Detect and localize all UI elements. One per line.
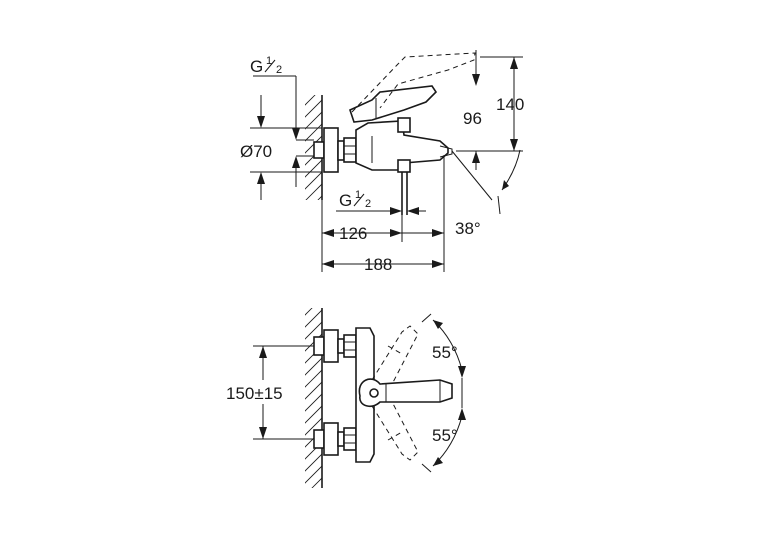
angle-55-upper xyxy=(421,313,466,378)
thread-mid-num: 1 xyxy=(355,189,361,201)
thread-mid-den: 2 xyxy=(365,198,371,210)
thread-top-den: 2 xyxy=(276,64,282,76)
fraction-slash-mid xyxy=(353,193,365,207)
wall-connection xyxy=(313,127,357,173)
dim-96-label: 96 xyxy=(463,109,482,128)
thread-mid-dim xyxy=(336,207,426,215)
dim-188-label: 188 xyxy=(364,255,392,274)
thread-mid-g: G xyxy=(339,191,352,210)
fraction-slash xyxy=(264,59,276,73)
diverter-stem xyxy=(397,159,411,215)
upper-connection xyxy=(313,329,357,363)
angle-lower-label: 55° xyxy=(432,426,458,445)
length-dims xyxy=(321,155,445,272)
dim-centers-label: 150±15 xyxy=(226,384,283,403)
spout-direction-line xyxy=(451,150,493,201)
top-view: 150±15 55° 55° xyxy=(226,308,466,488)
dim-140-label: 140 xyxy=(496,95,524,114)
centers-dim xyxy=(253,345,314,440)
diameter-label: Ø70 xyxy=(240,142,272,161)
mixer-body-side xyxy=(355,117,453,171)
thread-top-num: 1 xyxy=(266,55,272,67)
dim-126-label: 126 xyxy=(339,224,367,243)
thread-top-dim xyxy=(253,75,314,187)
thread-top-g: G xyxy=(250,57,263,76)
wall-top xyxy=(305,308,323,488)
lower-connection xyxy=(313,422,357,456)
height-dims xyxy=(456,50,523,170)
lever-handle-side xyxy=(349,85,438,123)
angle-55-lower xyxy=(421,408,466,473)
angle-spout-label: 38° xyxy=(455,219,481,238)
diameter-dim xyxy=(250,95,322,200)
side-view: G 1 2 Ø70 96 140 G 1 2 126 188 38° xyxy=(240,50,524,274)
angle-arrow xyxy=(502,180,509,190)
angle-upper-label: 55° xyxy=(432,343,458,362)
lever-handle-top xyxy=(358,378,453,408)
angle-leader xyxy=(497,195,501,215)
